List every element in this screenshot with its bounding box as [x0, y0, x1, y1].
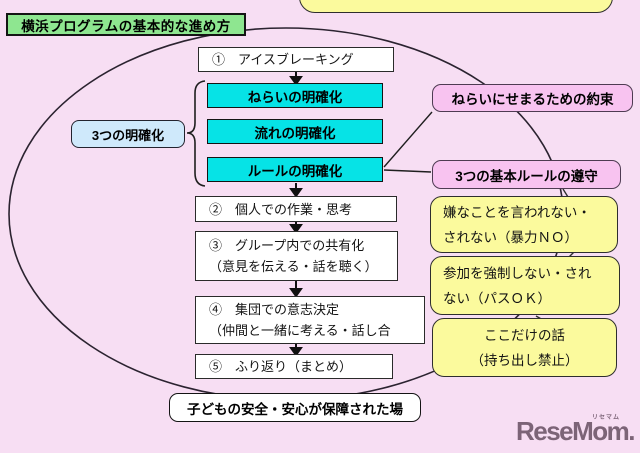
- rules-title-label: 3つの基本ルールの遵守: [455, 168, 598, 184]
- step4-line2: （仲間と一緒に考える・話し合: [209, 323, 391, 338]
- rule3-line2: （持ち出し禁止）: [470, 352, 579, 368]
- step2-label: ② 個人での作業・思考: [209, 201, 353, 217]
- rule-box-confidentiality: ここだけの話 （持ち出し禁止）: [432, 318, 617, 377]
- step4-line1: ④ 集団での意志決定: [209, 302, 340, 317]
- flow-step-group-decision: ④ 集団での意志決定 （仲間と一緒に考える・話し合: [195, 296, 425, 344]
- step3-line1: ③ グループ内での共有化: [209, 238, 365, 253]
- clarify-box-rules: ルールの明確化: [207, 157, 383, 182]
- diagram-title: 横浜プログラムの基本的な進め方: [21, 18, 231, 34]
- foundation-box: 子どもの安全・安心が保障された場: [169, 393, 421, 422]
- rule-box-no-violence: 嫌なことを言われない・ されない（暴力ＮＯ）: [430, 196, 618, 253]
- flow-step-group-sharing: ③ グループ内での共有化 （意見を伝える・話を聴く）: [195, 231, 398, 281]
- resemom-logo-ruby: リセマム: [591, 415, 620, 421]
- clarify-brace: [186, 80, 206, 187]
- rule-box-pass-ok: 参加を強制しない・され ない（パスＯＫ）: [430, 256, 620, 315]
- rules-title-box: 3つの基本ルールの遵守: [432, 160, 621, 189]
- rule2-line2: ない（パスＯＫ）: [443, 290, 551, 306]
- flow-step-icebreaking: ① アイスブレーキング: [198, 47, 394, 72]
- foundation-label: 子どもの安全・安心が保障された場: [187, 401, 403, 417]
- rule3-line1: ここだけの話: [484, 327, 565, 343]
- clarify-box-flow: 流れの明確化: [207, 119, 383, 144]
- resemom-logo: リセマム ReseMom.: [516, 412, 636, 450]
- clarify-box-aim: ねらいの明確化: [207, 83, 383, 108]
- rule1-line1: 嫌なことを言われない・: [443, 204, 591, 220]
- step1-label: ① アイスブレーキング: [212, 52, 354, 67]
- rule-link-lines: [383, 111, 433, 173]
- top-partial-yellow-box: [299, 0, 613, 13]
- diagram-title-box: 横浜プログラムの基本的な進め方: [6, 13, 246, 36]
- rule2-line1: 参加を強制しない・され: [443, 265, 592, 281]
- clarify-group-label-box: 3つの明確化: [71, 120, 185, 148]
- clarify-group-label: 3つの明確化: [91, 127, 165, 143]
- clarify-rules-label: ルールの明確化: [247, 163, 343, 179]
- resemom-logo-text: ReseMom.: [515, 416, 636, 446]
- promise-label: ねらいにせまるための約束: [451, 92, 614, 107]
- step5-label: ⑤ ふり返り（まとめ）: [209, 359, 353, 374]
- rule1-line2: されない（暴力ＮＯ）: [443, 229, 578, 245]
- flow-step-reflection: ⑤ ふり返り（まとめ）: [195, 354, 393, 379]
- promise-box: ねらいにせまるための約束: [432, 84, 633, 112]
- step3-line2: （意見を伝える・話を聴く）: [209, 259, 378, 274]
- clarify-flow-label: 流れの明確化: [254, 125, 336, 141]
- clarify-aim-label: ねらいの明確化: [247, 89, 343, 105]
- flow-step-individual-work: ② 個人での作業・思考: [195, 196, 397, 222]
